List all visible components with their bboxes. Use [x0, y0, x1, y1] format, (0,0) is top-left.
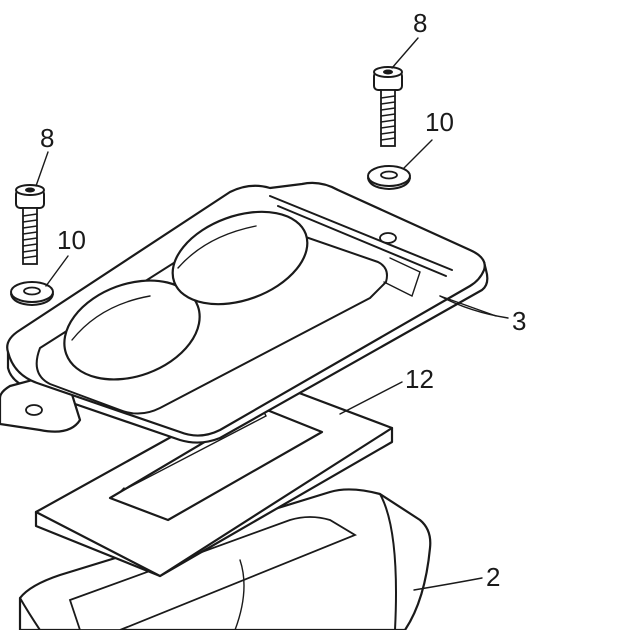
callout-plate: 3: [512, 306, 526, 336]
leader-lines: [35, 37, 509, 591]
flange-plate: [0, 181, 497, 444]
bolt-left: [15, 184, 45, 265]
leader-bolt-left: [35, 151, 49, 187]
leader-washer-left: [45, 255, 69, 287]
washer-right: [367, 165, 411, 190]
callout-bolt-right: 8: [413, 8, 427, 38]
leader-bolt-right: [391, 37, 419, 69]
callout-base: 2: [486, 562, 500, 592]
bolt-right: [373, 66, 403, 147]
leader-plate: [439, 295, 509, 319]
leader-washer-right: [403, 139, 433, 169]
leader-base: [413, 577, 483, 591]
callout-gasket: 12: [405, 364, 434, 394]
callout-washer-right: 10: [425, 107, 454, 137]
leader-gasket: [339, 381, 403, 415]
callout-washer-left: 10: [57, 225, 86, 255]
callout-bolt-left: 8: [40, 123, 54, 153]
washer-left: [10, 281, 54, 306]
